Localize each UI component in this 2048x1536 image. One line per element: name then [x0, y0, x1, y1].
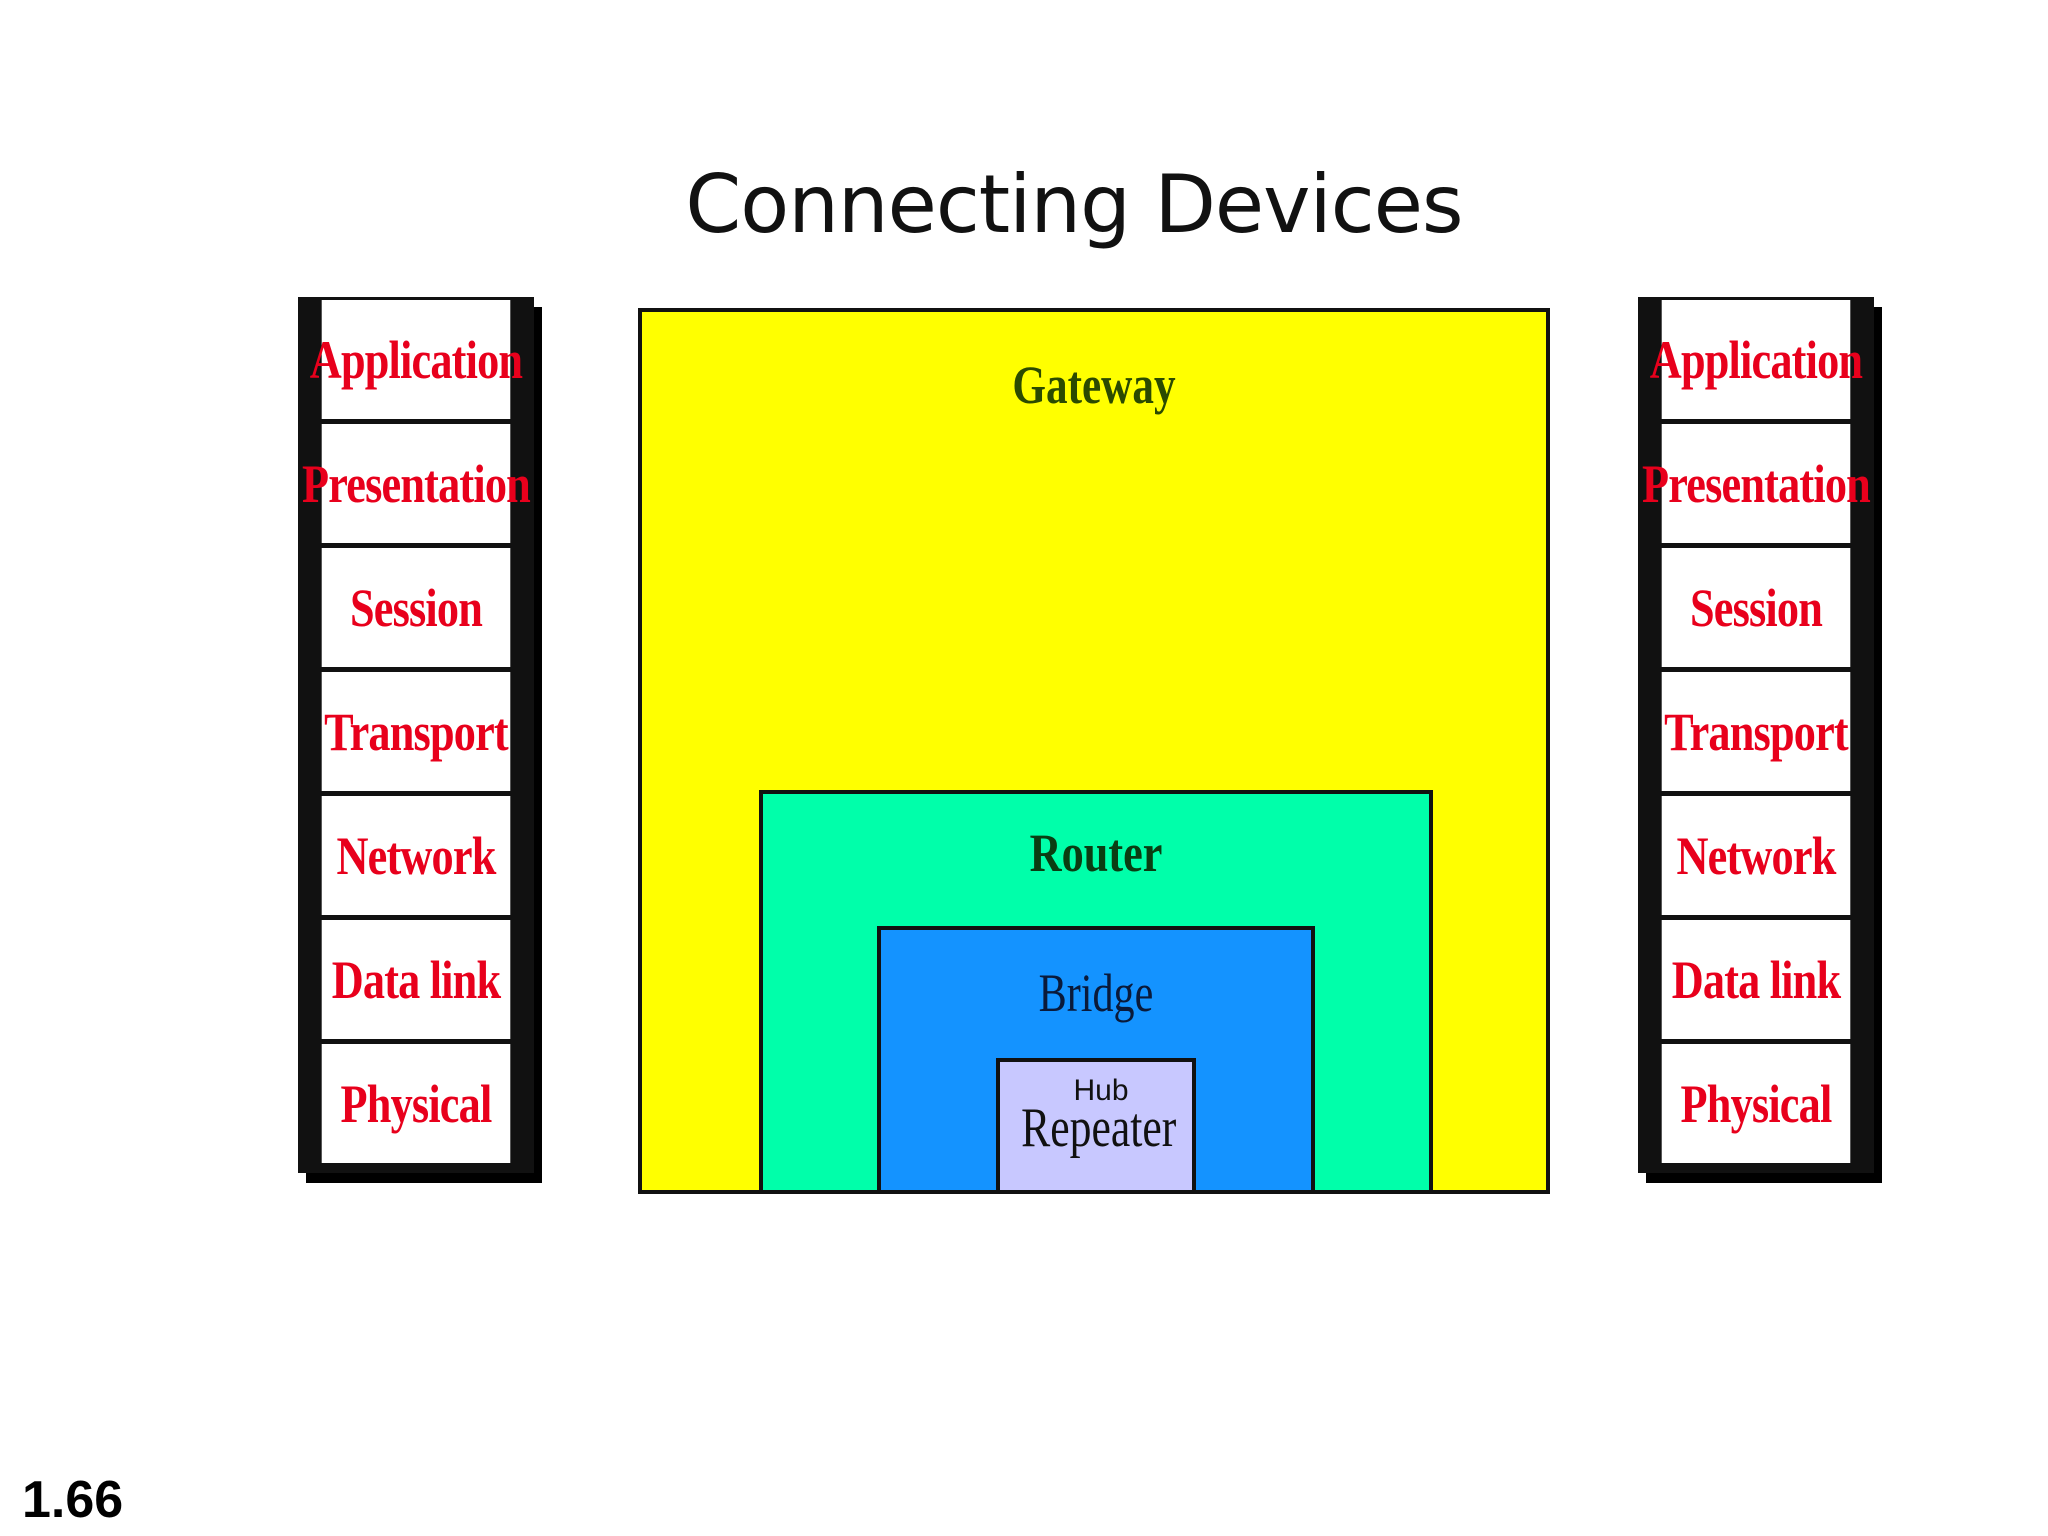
- left-layer-session: Session: [321, 548, 511, 667]
- left-osi-stack: Application Presentation Session Transpo…: [298, 297, 542, 1183]
- slide-title: Connecting Devices: [685, 158, 1463, 251]
- left-layer-presentation: Presentation: [302, 424, 531, 543]
- left-layer-transport: Transport: [321, 672, 511, 791]
- right-layer-session: Session: [1661, 548, 1851, 667]
- right-layer-application: Application: [1650, 300, 1863, 419]
- hub-label: Hub: [1073, 1074, 1129, 1107]
- page-number: 1.66: [22, 1471, 124, 1529]
- repeater-label: Repeater: [1021, 1097, 1177, 1159]
- left-layer-data-link: Data link: [321, 920, 511, 1039]
- right-layer-physical: Physical: [1661, 1044, 1851, 1163]
- left-layer-physical: Physical: [321, 1044, 511, 1163]
- right-osi-stack: Application Presentation Session Transpo…: [1638, 297, 1882, 1183]
- right-layer-data-link: Data link: [1661, 920, 1851, 1039]
- device-baseline: [638, 1190, 1550, 1194]
- gateway-label: Gateway: [1012, 355, 1176, 415]
- right-layer-transport: Transport: [1661, 672, 1851, 791]
- router-label: Router: [1029, 823, 1163, 883]
- right-layer-presentation: Presentation: [1642, 424, 1871, 543]
- left-layer-network: Network: [321, 796, 511, 915]
- repeater-box: Hub Repeater: [996, 1058, 1196, 1194]
- right-layer-network: Network: [1661, 796, 1851, 915]
- left-layer-application: Application: [310, 300, 523, 419]
- bridge-label: Bridge: [1038, 963, 1154, 1023]
